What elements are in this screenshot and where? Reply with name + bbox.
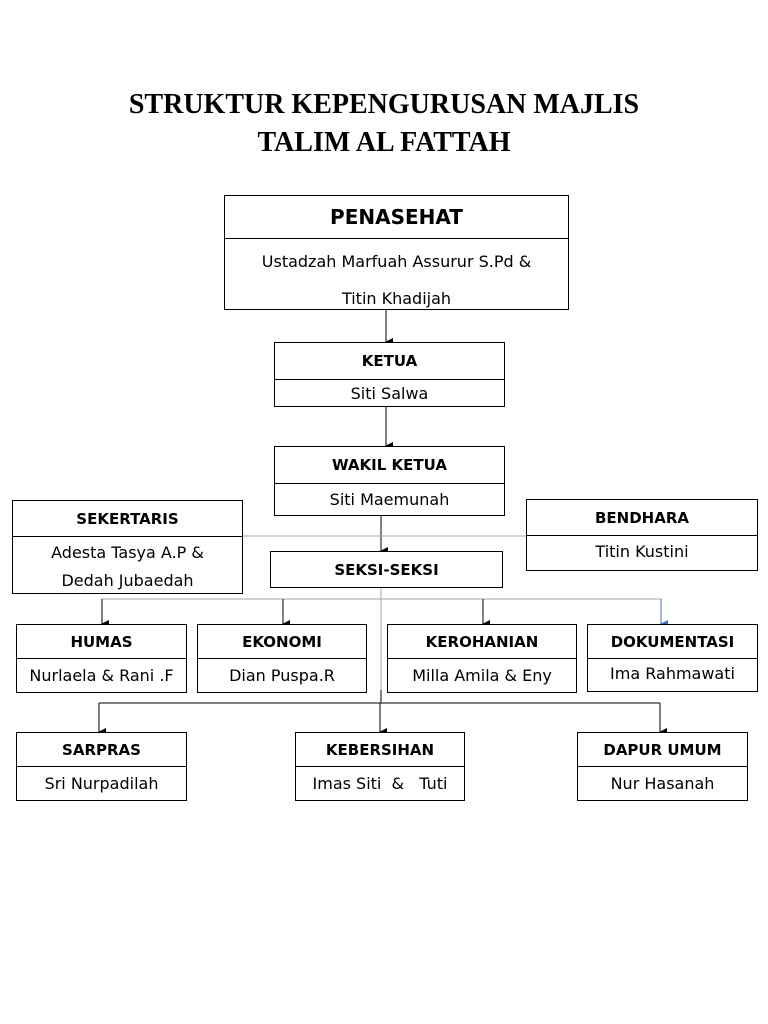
kerohanian-box: KEROHANIAN Milla Amila & Eny: [387, 624, 577, 693]
humas-box: HUMAS Nurlaela & Rani .F: [16, 624, 187, 693]
humas-role: HUMAS: [17, 625, 186, 659]
kebersihan-role: KEBERSIHAN: [296, 733, 464, 767]
seksi-role: SEKSI-SEKSI: [334, 560, 439, 579]
title-line-2: TALIM AL FATTAH: [257, 127, 511, 158]
humas-name: Nurlaela & Rani .F: [29, 666, 174, 685]
bendhara-box: BENDHARA Titin Kustini: [526, 499, 758, 571]
seksi-box: SEKSI-SEKSI: [270, 551, 503, 588]
ketua-box: KETUA Siti Salwa: [274, 342, 505, 407]
kebersihan-name: Imas Siti & Tuti: [312, 774, 448, 793]
penasehat-name-2: Titin Khadijah: [341, 289, 452, 308]
kebersihan-box: KEBERSIHAN Imas Siti & Tuti: [295, 732, 465, 801]
dokumentasi-name: Ima Rahmawati: [610, 664, 735, 683]
sarpras-name: Sri Nurpadilah: [44, 774, 159, 793]
wakil-ketua-name: Siti Maemunah: [329, 490, 450, 509]
dokumentasi-role: DOKUMENTASI: [588, 625, 757, 659]
sarpras-role: SARPRAS: [17, 733, 186, 767]
kerohanian-role: KEROHANIAN: [388, 625, 576, 659]
bendhara-role: BENDHARA: [527, 500, 757, 536]
penasehat-role: PENASEHAT: [225, 196, 568, 239]
page-title: STRUKTUR KEPENGURUSAN MAJLIS TALIM AL FA…: [0, 86, 768, 162]
ekonomi-name: Dian Puspa.R: [229, 666, 335, 685]
title-line-1: STRUKTUR KEPENGURUSAN MAJLIS: [128, 89, 640, 120]
sekertaris-name-1: Adesta Tasya A.P &: [51, 543, 204, 562]
sekertaris-role: SEKERTARIS: [13, 501, 242, 537]
ekonomi-role: EKONOMI: [198, 625, 366, 659]
kerohanian-name: Milla Amila & Eny: [412, 666, 552, 685]
sarpras-box: SARPRAS Sri Nurpadilah: [16, 732, 187, 801]
dapur-umum-name: Nur Hasanah: [610, 774, 715, 793]
ekonomi-box: EKONOMI Dian Puspa.R: [197, 624, 367, 693]
dokumentasi-box: DOKUMENTASI Ima Rahmawati: [587, 624, 758, 692]
ketua-name: Siti Salwa: [350, 384, 429, 403]
wakil-ketua-role: WAKIL KETUA: [275, 447, 504, 484]
sekertaris-box: SEKERTARIS Adesta Tasya A.P & Dedah Juba…: [12, 500, 243, 594]
ketua-role: KETUA: [275, 343, 504, 380]
dapur-umum-role: DAPUR UMUM: [578, 733, 747, 767]
wakil-ketua-box: WAKIL KETUA Siti Maemunah: [274, 446, 505, 516]
sekertaris-names: Adesta Tasya A.P & Dedah Jubaedah: [13, 537, 242, 595]
bendhara-name: Titin Kustini: [595, 542, 689, 561]
penasehat-name-1: Ustadzah Marfuah Assurur S.Pd &: [261, 252, 532, 271]
penasehat-box: PENASEHAT Ustadzah Marfuah Assurur S.Pd …: [224, 195, 569, 310]
penasehat-names: Ustadzah Marfuah Assurur S.Pd & Titin Kh…: [225, 239, 568, 317]
dapur-umum-box: DAPUR UMUM Nur Hasanah: [577, 732, 748, 801]
sekertaris-name-2: Dedah Jubaedah: [61, 571, 194, 590]
